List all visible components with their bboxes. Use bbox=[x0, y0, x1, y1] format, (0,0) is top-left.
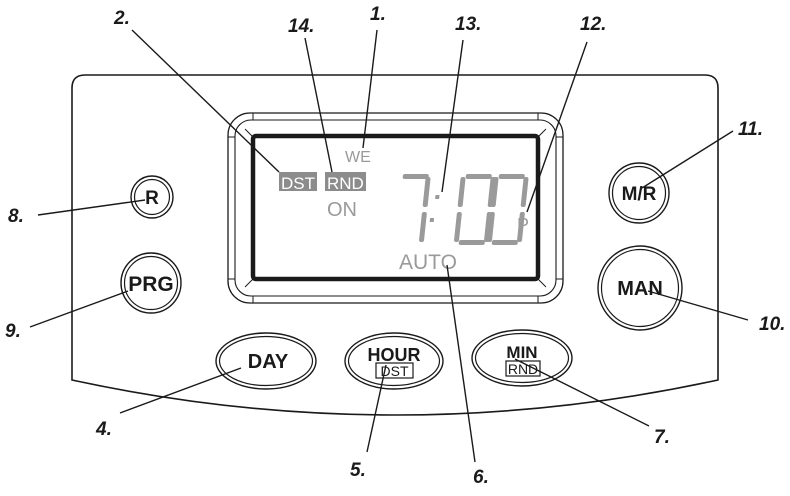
rnd-badge: RND bbox=[327, 174, 364, 193]
on-status: ON bbox=[327, 199, 357, 221]
hour-button-label: HOUR bbox=[368, 345, 421, 365]
callout-12: 12. bbox=[580, 14, 606, 35]
callout-13: 13. bbox=[455, 14, 481, 35]
mode-indicator: AUTO bbox=[399, 251, 457, 274]
hour-sublabel-box bbox=[375, 362, 414, 379]
digit-min-ones bbox=[487, 174, 529, 245]
program-button[interactable]: PRG bbox=[120, 252, 182, 314]
dst-badge-bg bbox=[279, 172, 317, 191]
hour-button[interactable]: HOUR DST bbox=[344, 332, 444, 390]
callout-10: 10. bbox=[759, 314, 785, 335]
reset-button[interactable]: R bbox=[130, 175, 174, 219]
manual-random-button[interactable]: M/R bbox=[608, 162, 670, 224]
minute-button-label: MIN bbox=[506, 343, 537, 362]
callout-9: 9. bbox=[5, 321, 21, 342]
manual-random-button-label: M/R bbox=[622, 184, 657, 205]
callout-labels: 2. 14. 1. 13. 12. 11. 8. 9. 10. 4. 5. 6.… bbox=[5, 4, 785, 488]
program-button-label: PRG bbox=[128, 273, 174, 296]
minute-button[interactable]: MIN RND bbox=[471, 329, 573, 387]
leader-lines bbox=[29, 29, 749, 463]
dst-badge: DST bbox=[281, 174, 315, 193]
lcd-screen bbox=[250, 133, 541, 282]
callout-7: 7. bbox=[654, 427, 670, 448]
day-indicator: WE bbox=[345, 149, 371, 166]
meridiem-indicator: P bbox=[517, 215, 529, 235]
reset-button-label: R bbox=[145, 188, 159, 209]
digit-hour bbox=[402, 174, 431, 242]
callout-1: 1. bbox=[370, 4, 386, 25]
manual-button-label: MAN bbox=[617, 278, 663, 300]
hour-button-sublabel: DST bbox=[381, 363, 409, 379]
minute-sublabel-box bbox=[505, 360, 541, 377]
lcd-bezel bbox=[227, 112, 564, 304]
minute-button-sublabel: RND bbox=[508, 361, 538, 377]
callout-11: 11. bbox=[738, 119, 763, 140]
time-colon bbox=[429, 195, 440, 222]
callout-4: 4. bbox=[95, 419, 112, 440]
day-button[interactable]: DAY bbox=[215, 332, 317, 390]
manual-button[interactable]: MAN bbox=[597, 245, 683, 331]
time-display bbox=[402, 174, 529, 245]
rnd-badge-bg bbox=[325, 172, 366, 191]
callout-14: 14. bbox=[288, 16, 314, 37]
lcd-content: WE DST RND ON bbox=[279, 149, 529, 274]
callout-8: 8. bbox=[8, 206, 24, 227]
callout-6: 6. bbox=[473, 467, 489, 488]
day-button-label: DAY bbox=[248, 351, 289, 373]
callout-2: 2. bbox=[113, 8, 130, 29]
callout-5: 5. bbox=[350, 460, 366, 481]
